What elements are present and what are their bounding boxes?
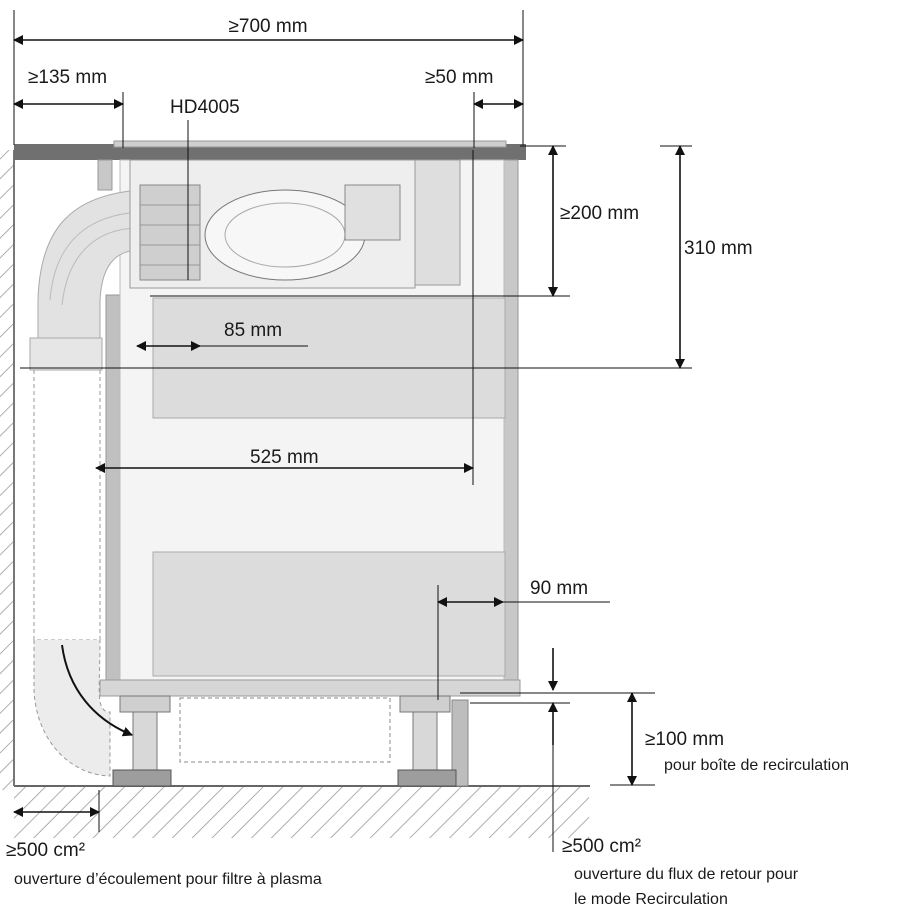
label-duct-offset: 85 mm	[224, 320, 282, 341]
label-return-opening-note-1: ouverture du flux de retour pour	[574, 866, 799, 883]
label-return-opening-note-2: le mode Recirculation	[574, 891, 728, 908]
label-overall-width: ≥700 mm	[228, 16, 307, 37]
label-right-clearance: ≥50 mm	[425, 67, 494, 88]
label-model: HD4005	[170, 97, 240, 118]
label-rear-gap: 90 mm	[530, 578, 588, 599]
cabinet-inner-left	[105, 294, 121, 686]
cabinet-left-panel	[97, 159, 113, 191]
cabinet-base	[99, 679, 521, 697]
label-unit-height: ≥200 mm	[560, 203, 639, 224]
floor-hatch	[14, 786, 589, 838]
label-total-height: 310 mm	[684, 238, 753, 259]
cabinet-foot-right	[397, 695, 457, 787]
hob-surface	[113, 140, 507, 148]
airflow-arrow	[61, 644, 133, 737]
wall-hatch	[0, 150, 14, 790]
label-plinth-height: ≥100 mm	[645, 729, 724, 750]
label-inner-width: 525 mm	[250, 447, 319, 468]
recirculation-box-outline	[179, 697, 391, 763]
upper-drawer	[152, 297, 506, 419]
plasma-duct	[29, 189, 141, 777]
cabinet-foot-left	[112, 695, 172, 787]
countertop	[14, 144, 526, 160]
label-left-clearance: ≥135 mm	[28, 67, 107, 88]
plinth-panel	[451, 699, 469, 787]
label-plasma-opening-note: ouverture d’écoulement pour filtre à pla…	[14, 871, 322, 888]
label-plinth-note: pour boîte de recirculation	[664, 757, 849, 774]
label-plasma-opening-area: ≥500 cm²	[6, 840, 85, 861]
cabinet-right-panel	[503, 159, 519, 691]
lower-drawer	[152, 551, 506, 677]
label-return-opening-area: ≥500 cm²	[562, 836, 641, 857]
hood-motor-unit	[129, 159, 461, 289]
